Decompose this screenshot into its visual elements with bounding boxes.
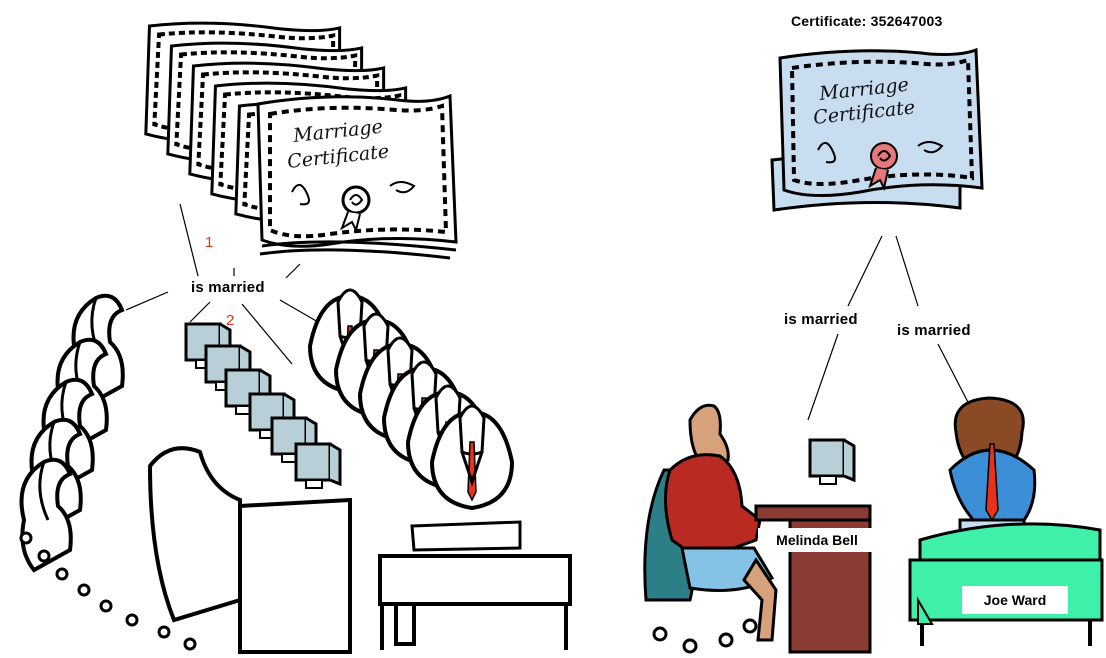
certificate-caption: Certificate: 352647003	[791, 13, 943, 29]
certificate-front-left: Marriage Certificate	[258, 96, 456, 258]
relation-label-man: is married	[897, 322, 971, 339]
relation-label-woman: is married	[784, 311, 858, 328]
woman-right	[645, 405, 776, 652]
person-name-joe: Joe Ward	[984, 592, 1047, 608]
monitor-right	[810, 440, 854, 484]
marker-1: 1	[205, 234, 213, 251]
marker-2: 2	[226, 312, 234, 329]
name-plate-melinda: Melinda Bell	[758, 528, 876, 552]
person-name-melinda: Melinda Bell	[776, 532, 858, 548]
certificate-stack: Marriage Certificate	[144, 18, 456, 258]
relation-label-left-diagram: is married	[191, 279, 265, 296]
man-right	[950, 398, 1035, 540]
name-plate-joe: Joe Ward	[962, 586, 1068, 614]
certificate-right: Marriage Certificate	[772, 50, 982, 210]
desk-green	[910, 524, 1102, 646]
